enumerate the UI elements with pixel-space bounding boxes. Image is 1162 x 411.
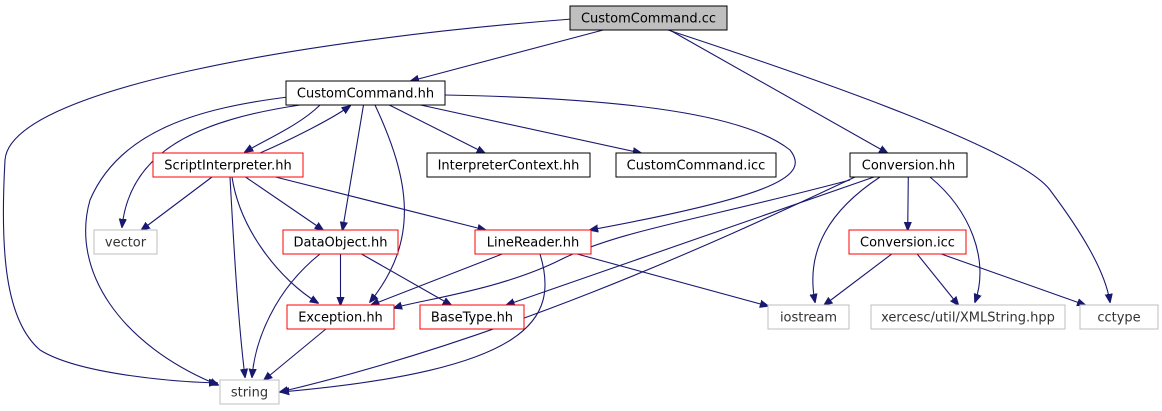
node-label: string <box>231 386 268 401</box>
node-box <box>615 152 777 178</box>
edge-conversion-hh-to-exception-hh <box>394 179 851 308</box>
node-basetype-hh[interactable]: BaseType.hh <box>419 304 525 330</box>
node-box <box>285 80 446 106</box>
node-box <box>474 229 592 255</box>
edge-customcommand-hh-to-interpretercontext-hh <box>389 104 484 153</box>
edge-customcommand-hh-to-scriptinterpreter-hh <box>245 104 321 152</box>
edge-exception-hh-to-string <box>264 328 327 380</box>
node-cctype: cctype <box>1079 304 1159 330</box>
edge-scriptinterpreter-hh-to-linereader-hh <box>275 176 486 230</box>
edge-customcommand-cc-to-cctype <box>667 29 1110 302</box>
edge-customcommand-cc-to-conversion-hh <box>669 29 888 153</box>
node-linereader-hh[interactable]: LineReader.hh <box>474 229 592 255</box>
node-customcommand-hh[interactable]: CustomCommand.hh <box>285 80 446 106</box>
edge-customcommand-hh-to-dataobject-hh <box>343 104 365 230</box>
node-label: Conversion.hh <box>862 159 956 174</box>
node-label: iostream <box>780 311 837 326</box>
edge-conversion-hh-to-xmlstring-hpp <box>929 176 980 302</box>
edge-linereader-hh-to-exception-hh <box>371 253 503 305</box>
node-label: DataObject.hh <box>294 236 388 251</box>
node-label: vector <box>105 236 147 251</box>
node-string: string <box>219 379 280 405</box>
edge-customcommand-hh-to-linereader-hh <box>444 94 796 230</box>
edge-customcommand-hh-to-customcommand-icc <box>420 104 641 153</box>
edge-scriptinterpreter-hh-to-string <box>229 176 245 377</box>
node-label: InterpreterContext.hh <box>438 159 580 174</box>
node-conversion-icc[interactable]: Conversion.icc <box>848 229 967 255</box>
node-xmlstring-hpp: xercesc/util/XMLString.hpp <box>870 304 1066 330</box>
node-dataobject-hh[interactable]: DataObject.hh <box>282 229 399 255</box>
edge-conversion-icc-to-xmlstring-hpp <box>916 253 958 305</box>
node-label: cctype <box>1097 311 1140 326</box>
edge-conversion-icc-to-iostream <box>824 253 893 305</box>
node-interpretercontext-hh[interactable]: InterpreterContext.hh <box>426 152 591 178</box>
node-label: BaseType.hh <box>431 311 513 326</box>
edge-scriptinterpreter-hh-to-vector <box>142 176 213 230</box>
node-box <box>870 304 1066 330</box>
node-label: CustomCommand.hh <box>297 87 434 102</box>
node-box <box>93 229 158 255</box>
node-box <box>849 152 968 178</box>
node-label: Exception.hh <box>298 311 383 326</box>
edge-linereader-hh-to-string <box>281 253 546 392</box>
edge-conversion-hh-to-basetype-hh <box>507 176 875 305</box>
edge-scriptinterpreter-hh-to-dataobject-hh <box>245 176 324 230</box>
node-exception-hh[interactable]: Exception.hh <box>286 304 395 330</box>
node-box <box>848 229 967 255</box>
node-box <box>426 152 591 178</box>
node-label: xercesc/util/XMLString.hpp <box>881 311 1055 326</box>
node-conversion-hh[interactable]: Conversion.hh <box>849 152 968 178</box>
edge-customcommand-hh-to-exception-hh <box>370 104 405 302</box>
node-customcommand-cc[interactable]: CustomCommand.cc <box>569 5 728 31</box>
node-label: Conversion.icc <box>860 236 955 251</box>
nodes-layer: CustomCommand.ccCustomCommand.hhScriptIn… <box>93 5 1159 405</box>
edges-layer <box>2 18 1110 392</box>
edge-customcommand-hh-to-vector <box>122 104 301 227</box>
edge-customcommand-cc-to-string <box>2 18 573 383</box>
edge-customcommand-hh-to-string <box>85 96 289 385</box>
node-box <box>282 229 399 255</box>
node-label: CustomCommand.cc <box>581 12 716 27</box>
node-vector: vector <box>93 229 158 255</box>
node-customcommand-icc[interactable]: CustomCommand.icc <box>615 152 777 178</box>
node-label: ScriptInterpreter.hh <box>164 159 291 174</box>
edge-conversion-hh-to-string <box>280 176 856 392</box>
node-label: LineReader.hh <box>487 236 580 251</box>
edge-dataobject-hh-to-string <box>252 253 321 377</box>
node-box <box>767 304 850 330</box>
edge-conversion-hh-to-iostream <box>813 176 881 302</box>
edge-dataobject-hh-to-basetype-hh <box>361 253 452 305</box>
node-iostream: iostream <box>767 304 850 330</box>
node-box <box>1079 304 1159 330</box>
node-box <box>286 304 395 330</box>
edge-linereader-hh-to-iostream <box>576 253 768 306</box>
node-box <box>219 379 280 405</box>
edge-conversion-icc-to-cctype <box>941 253 1085 305</box>
node-label: CustomCommand.icc <box>627 159 766 174</box>
node-box <box>569 5 728 31</box>
edge-conversion-hh-to-conversion-icc <box>908 176 909 230</box>
node-box <box>419 304 525 330</box>
edge-scriptinterpreter-hh-to-exception-hh <box>231 176 318 303</box>
edge-scriptinterpreter-hh-to-customcommand-hh <box>259 106 350 154</box>
edge-customcommand-cc-to-customcommand-hh <box>411 29 604 81</box>
node-scriptinterpreter-hh[interactable]: ScriptInterpreter.hh <box>152 152 304 178</box>
node-box <box>152 152 304 178</box>
